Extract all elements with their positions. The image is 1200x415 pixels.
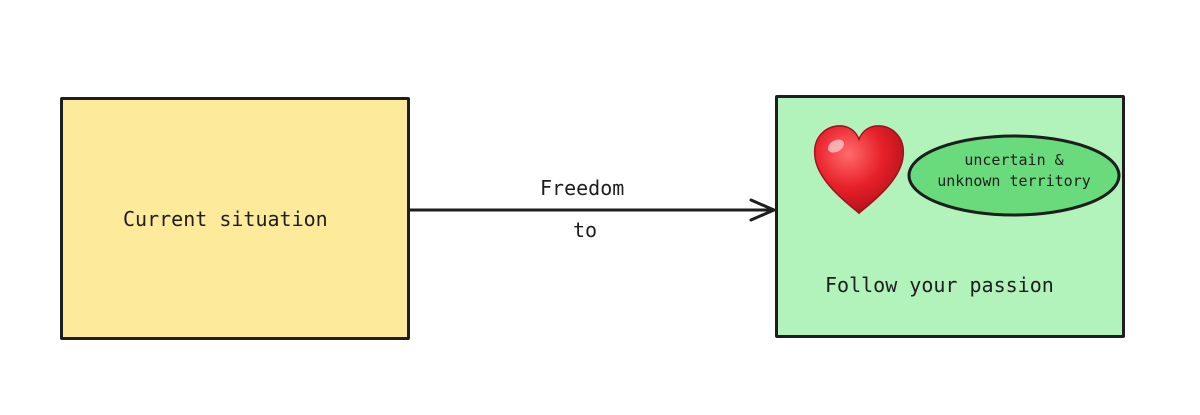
freedom-arrow xyxy=(408,198,776,222)
ellipse-line-2: unknown territory xyxy=(937,172,1091,190)
arrow-head xyxy=(749,198,776,222)
follow-passion-label: Follow your passion xyxy=(825,273,1054,297)
ellipse-line-1: uncertain & xyxy=(964,151,1064,169)
current-situation-label: Current situation xyxy=(123,207,328,231)
uncertain-territory-ellipse xyxy=(907,134,1121,217)
uncertain-territory-label: uncertain & unknown territory xyxy=(906,150,1122,192)
arrow-label-freedom: Freedom xyxy=(540,176,625,200)
heart-icon xyxy=(814,125,904,215)
current-situation-box xyxy=(60,97,410,340)
arrow-label-to: to xyxy=(573,218,598,242)
